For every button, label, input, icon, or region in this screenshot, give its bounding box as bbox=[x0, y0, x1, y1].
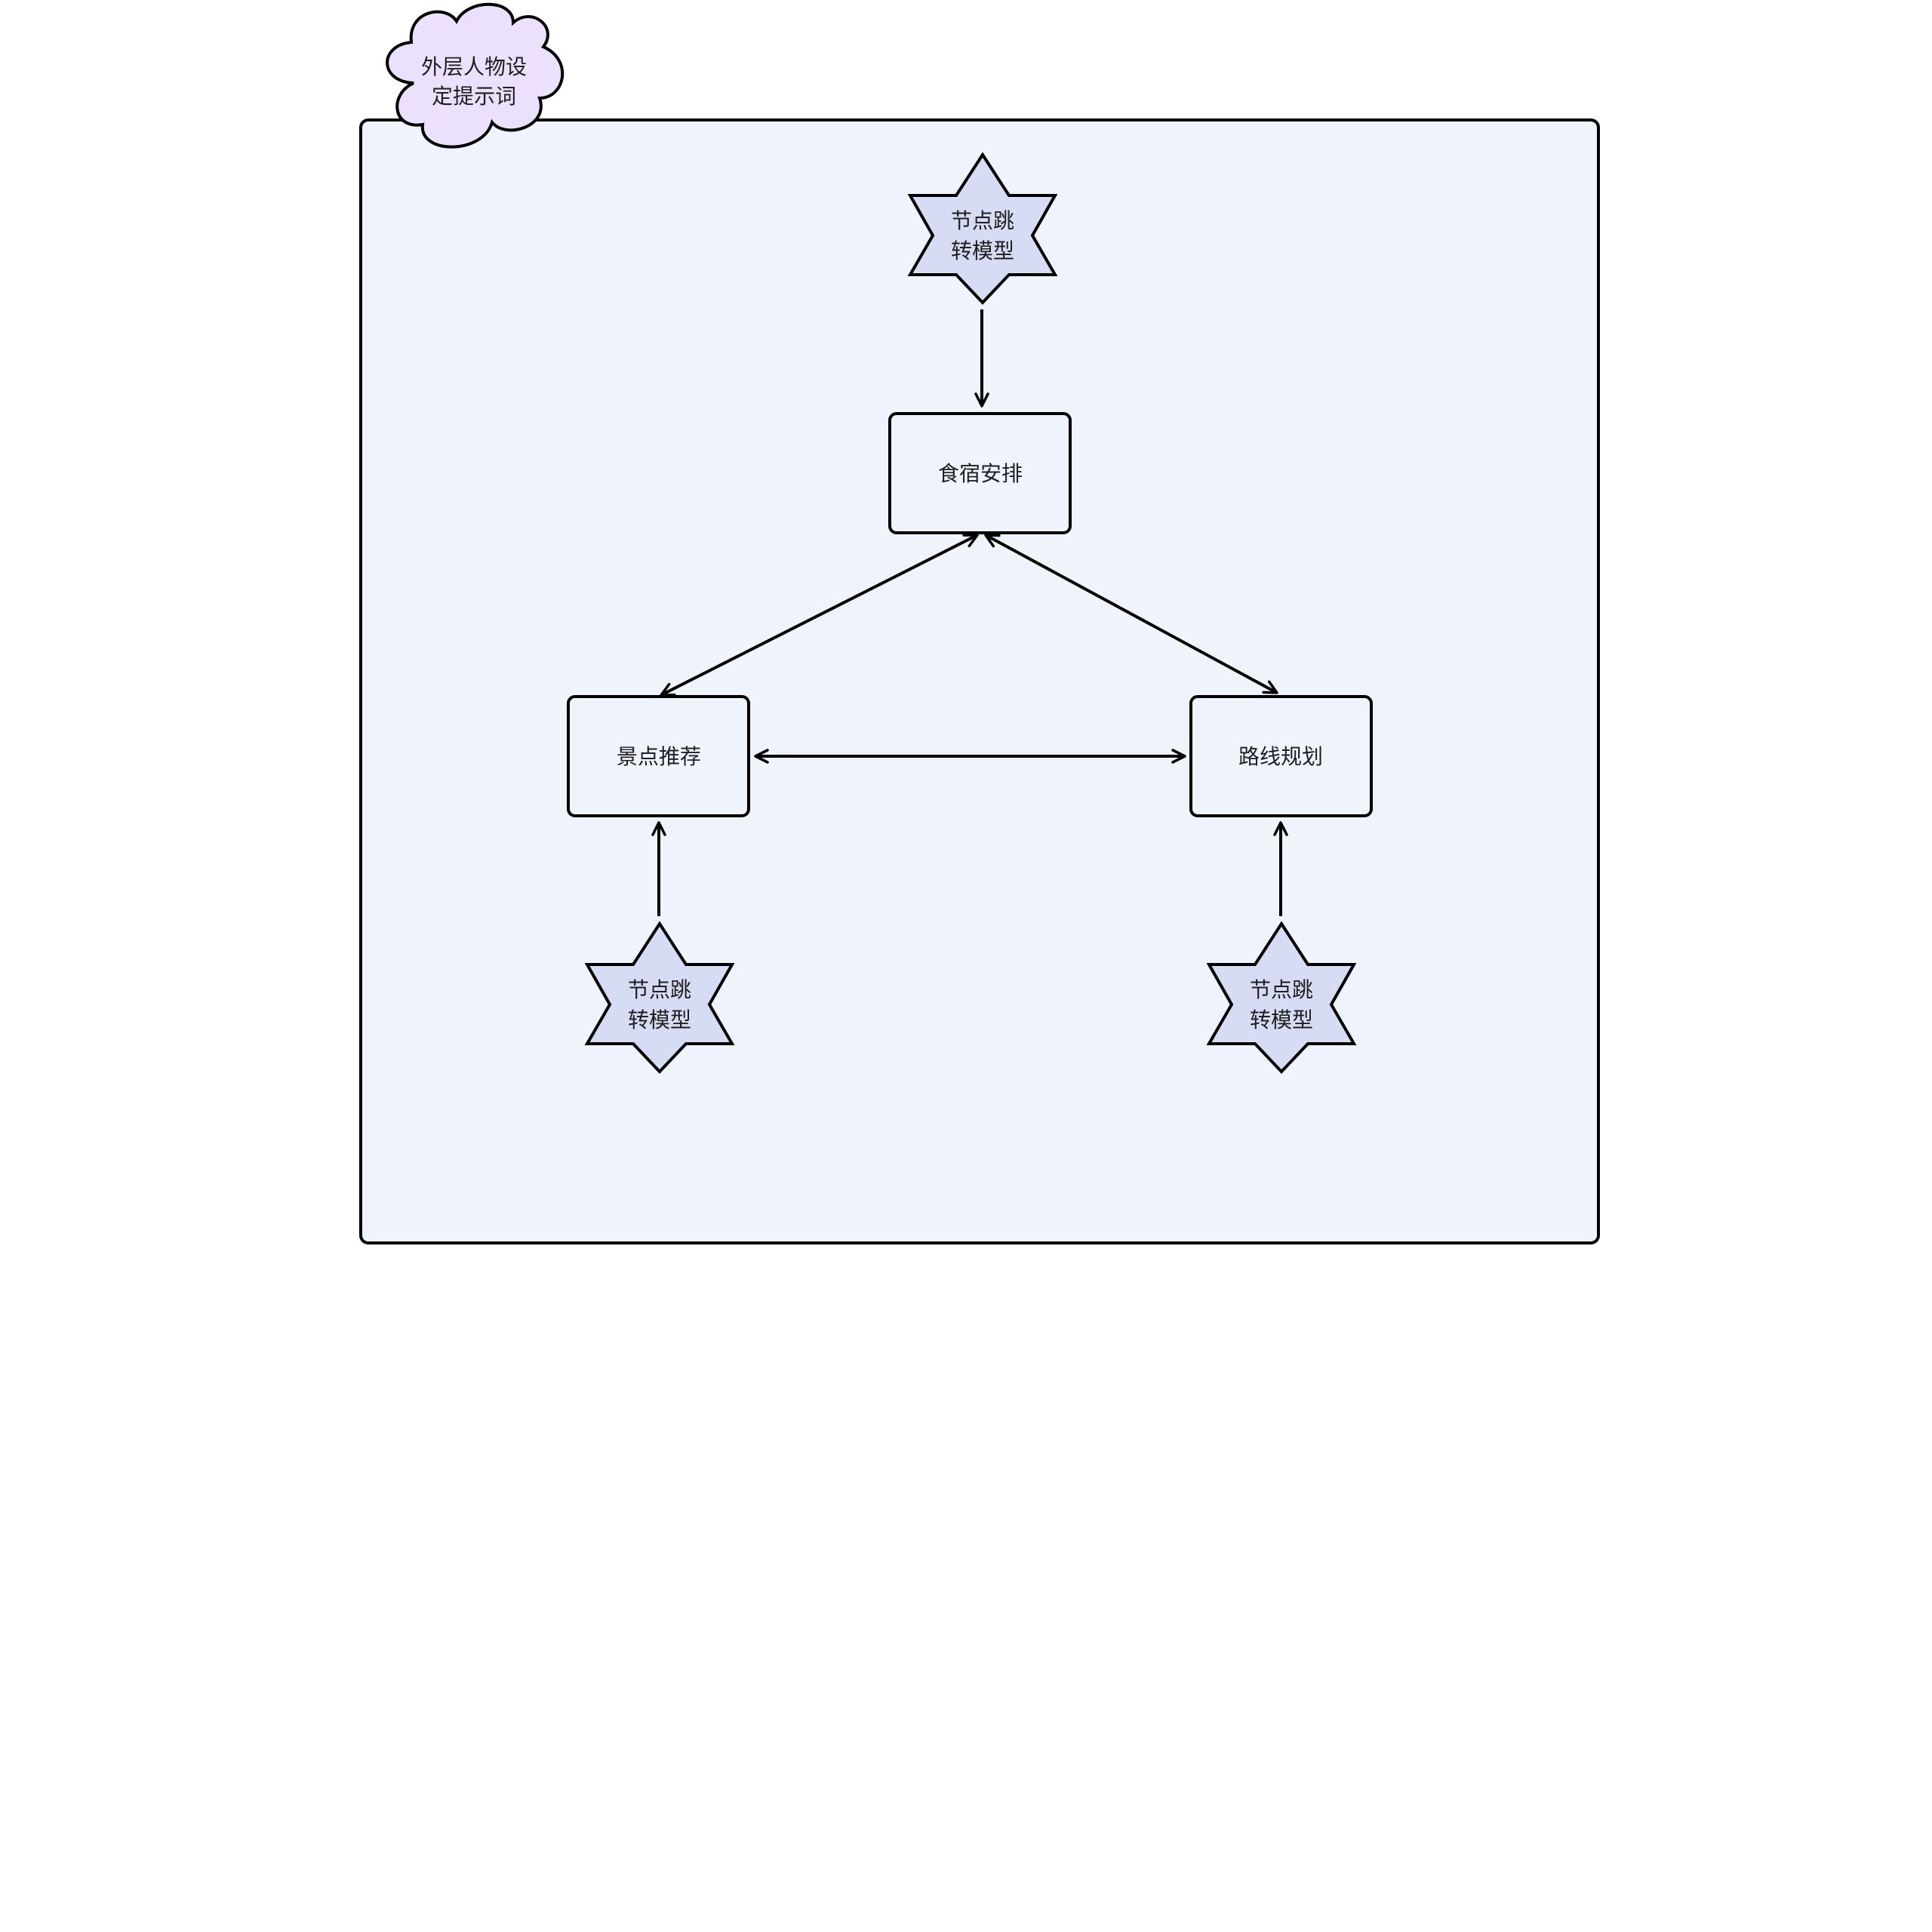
node-food-label: 食宿安排 bbox=[938, 461, 1023, 486]
cloud-label-line-1: 外层人物设 bbox=[421, 54, 527, 79]
star-node-right[interactable]: 节点跳 转模型 bbox=[1206, 921, 1357, 1074]
star-top-label-line-1: 节点跳 bbox=[951, 208, 1014, 233]
node-spots[interactable]: 景点推荐 bbox=[567, 695, 750, 817]
star-node-left[interactable]: 节点跳 转模型 bbox=[584, 921, 735, 1074]
edge-food-spots[interactable] bbox=[660, 534, 979, 697]
star-left-label-line-1: 节点跳 bbox=[628, 977, 691, 1002]
star-top-label-line-2: 转模型 bbox=[951, 238, 1014, 263]
star-right-shape bbox=[1206, 921, 1357, 1074]
cloud-shape bbox=[386, 2, 565, 149]
node-spots-box bbox=[567, 695, 750, 817]
star-left-shape bbox=[584, 921, 735, 1074]
node-route-box bbox=[1189, 695, 1373, 817]
star-node-top[interactable]: 节点跳 转模型 bbox=[907, 152, 1058, 305]
star-left-label-line-2: 转模型 bbox=[628, 1008, 691, 1032]
node-route-label: 路线规划 bbox=[1238, 744, 1323, 769]
star-right-label-line-1: 节点跳 bbox=[1250, 977, 1313, 1002]
star-right-label-line-2: 转模型 bbox=[1250, 1008, 1313, 1032]
node-food[interactable]: 食宿安排 bbox=[888, 412, 1072, 534]
edges bbox=[651, 309, 1288, 916]
node-route[interactable]: 路线规划 bbox=[1189, 695, 1373, 817]
node-food-box bbox=[888, 412, 1072, 534]
cloud-label-line-2: 定提示词 bbox=[432, 84, 516, 109]
star-top-shape bbox=[907, 152, 1058, 305]
cloud-label[interactable]: 外层人物设 定提示词 bbox=[386, 2, 565, 149]
edge-food-route[interactable] bbox=[984, 534, 1278, 694]
node-spots-label: 景点推荐 bbox=[617, 744, 701, 769]
